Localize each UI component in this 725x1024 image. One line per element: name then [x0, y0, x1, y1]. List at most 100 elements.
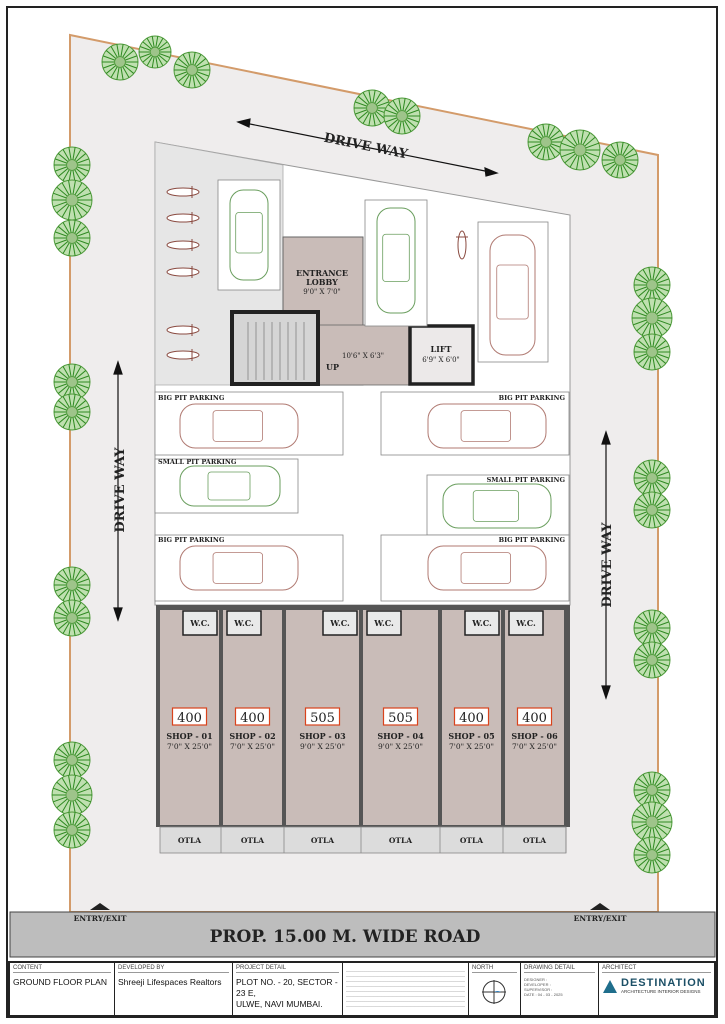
- shop-name: SHOP - 03: [299, 731, 346, 741]
- tree-icon: [101, 43, 139, 81]
- otla-label: OTLA: [178, 836, 201, 845]
- tb-architect-heading: ARCHITECT: [602, 965, 711, 973]
- tree-icon: [51, 179, 93, 221]
- lobby-label-line2: LOBBY: [306, 277, 338, 287]
- shop-area: 400: [177, 711, 202, 726]
- architect-tagline: ARCHITECTURE INTERIOR DESIGNS: [621, 989, 701, 994]
- shop-size: 9'0" X 25'0": [378, 742, 423, 751]
- otla-label: OTLA: [460, 836, 483, 845]
- car-icon: [489, 234, 536, 356]
- tb-drawing-developer: DEVELOPER :: [524, 982, 551, 987]
- tb-north: NORTH: [469, 963, 521, 1015]
- shop-size: 7'0" X 25'0": [167, 742, 212, 751]
- driveway-arrows: [113, 118, 611, 700]
- shop-size: 7'0" X 25'0": [230, 742, 275, 751]
- shop-name: SHOP - 04: [377, 731, 424, 741]
- entry-exit-left: ENTRY/EXIT: [74, 914, 127, 923]
- shop-area: 400: [240, 711, 265, 726]
- tree-icon: [383, 97, 421, 135]
- wc-label: W.C.: [471, 618, 492, 628]
- wc-room: [322, 610, 358, 636]
- north-arrow-icon: [482, 980, 506, 1004]
- tb-north-heading: NORTH: [472, 965, 517, 973]
- shop-area-box: [453, 707, 490, 726]
- cars-group: [179, 189, 552, 591]
- tb-developer-value: Shreeji Lifespaces Realtors: [118, 977, 222, 987]
- wc-room: [226, 610, 262, 636]
- tree-icon: [53, 146, 91, 184]
- car-icon: [179, 465, 281, 507]
- shop-name: SHOP - 05: [448, 731, 494, 741]
- tb-drawing-heading: DRAWING DETAIL: [524, 965, 595, 973]
- parking-label-left-2: SMALL PIT PARKING: [158, 458, 237, 466]
- tb-date: DATE : 04 - 03 - 2025: [524, 992, 563, 997]
- bike-icon: [166, 266, 200, 278]
- tree-icon: [353, 89, 391, 127]
- shop-size: 7'0" X 25'0": [449, 742, 494, 751]
- shop-area-box: [304, 707, 341, 726]
- tb-project: PROJECT DETAIL PLOT NO. - 20, SECTOR - 2…: [233, 963, 343, 1015]
- otla-label: OTLA: [311, 836, 334, 845]
- wc-room: [182, 610, 218, 636]
- tree-icon: [633, 491, 671, 529]
- tb-architect: ARCHITECT DESTINATION ARCHITECTURE INTER…: [599, 963, 714, 1015]
- tree-icon: [633, 609, 671, 647]
- tb-notes: [343, 963, 469, 1015]
- stair-up-label: UP: [326, 362, 339, 372]
- car-icon: [442, 483, 552, 529]
- car-icon: [179, 545, 299, 591]
- tree-icon: [53, 811, 91, 849]
- otla-group: OTLA OTLA OTLA OTLA OTLA OTLA: [178, 827, 567, 853]
- car-icon: [179, 403, 299, 449]
- otla-label: OTLA: [241, 836, 264, 845]
- tree-icon: [53, 393, 91, 431]
- shop-area-box: [234, 707, 271, 726]
- wc-label: W.C.: [515, 618, 536, 628]
- tree-icon: [633, 641, 671, 679]
- tree-icon: [53, 599, 91, 637]
- shop-area: 505: [310, 711, 335, 726]
- tb-content-heading: CONTENT: [13, 965, 111, 973]
- lift-label: LIFT: [431, 344, 452, 354]
- tb-developer-heading: DEVELOPED BY: [118, 965, 229, 973]
- otla-label: OTLA: [389, 836, 412, 845]
- bike-icon: [166, 324, 200, 336]
- parking-label-left-3: BIG PIT PARKING: [158, 536, 225, 544]
- tree-icon: [527, 123, 565, 161]
- car-icon: [427, 403, 547, 449]
- shop-area: 400: [522, 711, 547, 726]
- shop-area-box: [516, 707, 553, 726]
- staircase: [230, 310, 320, 386]
- shop-name: SHOP - 06: [511, 731, 558, 741]
- lobby-label-line1: ENTRANCE: [296, 268, 348, 278]
- shop-size: 9'0" X 25'0": [300, 742, 345, 751]
- bike-icon: [166, 212, 200, 224]
- tree-icon: [138, 35, 172, 69]
- tb-content-value: GROUND FLOOR PLAN: [13, 977, 107, 987]
- shop-area: 505: [388, 711, 413, 726]
- tree-icon: [601, 141, 639, 179]
- corridor-size: 10'6" X 6'3": [342, 352, 384, 360]
- tree-icon: [559, 129, 601, 171]
- tree-icon: [631, 801, 673, 843]
- tb-designer: DESIGNER :: [524, 977, 548, 982]
- tb-content: CONTENT GROUND FLOOR PLAN: [10, 963, 115, 1015]
- tb-developer: DEVELOPED BY Shreeji Lifespaces Realtors: [115, 963, 233, 1015]
- lift-size: 6'9" X 6'0": [422, 356, 460, 364]
- tree-icon: [631, 297, 673, 339]
- shop-name: SHOP - 02: [229, 731, 275, 741]
- tree-icon: [633, 333, 671, 371]
- wc-room: [464, 610, 500, 636]
- entry-exit-right: ENTRY/EXIT: [574, 914, 627, 923]
- corridor: [317, 324, 411, 386]
- tb-drawing: DRAWING DETAIL DESIGNER : DEVELOPER : SU…: [521, 963, 599, 1015]
- wc-label: W.C.: [329, 618, 350, 628]
- tree-icon: [173, 51, 211, 89]
- parking-label-right-3: BIG PIT PARKING: [499, 536, 566, 544]
- shop-area: 400: [459, 711, 484, 726]
- otla-label: OTLA: [523, 836, 546, 845]
- car-icon: [427, 545, 547, 591]
- tree-icon: [53, 219, 91, 257]
- shop-name: SHOP - 01: [166, 731, 212, 741]
